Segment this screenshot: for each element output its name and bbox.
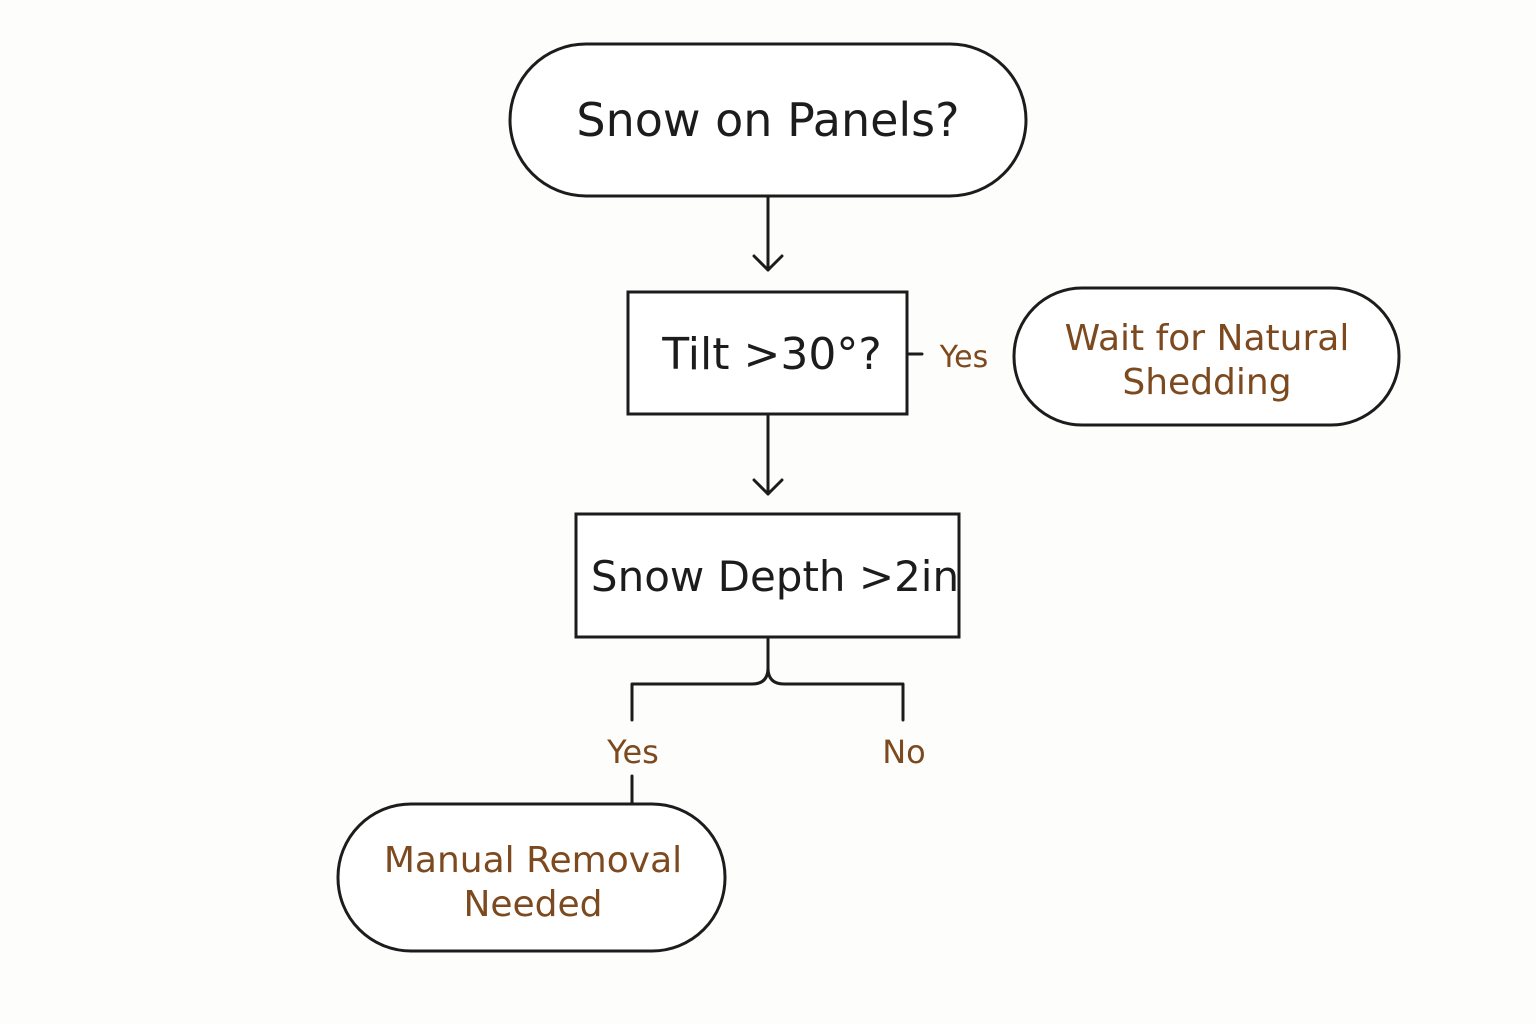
wait-terminal-label-line2: Shedding xyxy=(1122,362,1291,403)
depth-yes-label: Yes xyxy=(606,733,659,771)
arrow-start-to-tilt-head xyxy=(752,254,784,272)
manual-terminal-label-line1: Manual Removal xyxy=(384,840,682,881)
node-snow-on-panels: Snow on Panels? xyxy=(508,42,1028,198)
node-snow-depth: Snow Depth >2in xyxy=(574,512,961,639)
depth-box-shape xyxy=(574,512,961,639)
manual-terminal-label-line2: Needed xyxy=(463,884,602,925)
arrow-tilt-to-depth xyxy=(752,414,784,496)
edge-depth-yes: Yes xyxy=(606,733,659,806)
depth-box-label: Snow Depth >2in xyxy=(591,552,959,601)
node-tilt: Tilt >30°? xyxy=(626,290,909,416)
wait-terminal-label-line1: Wait for Natural xyxy=(1065,318,1350,359)
node-wait-natural-shedding: Wait for Natural Shedding xyxy=(1012,286,1401,427)
node-manual-removal: Manual Removal Needed xyxy=(336,802,727,953)
arrow-start-to-tilt xyxy=(752,196,784,272)
tilt-box-shape xyxy=(626,290,909,416)
tilt-yes-label: Yes xyxy=(939,340,988,375)
arrow-tilt-to-depth-head xyxy=(752,478,784,496)
manual-terminal-shape xyxy=(336,802,727,953)
start-terminal-shape xyxy=(508,42,1028,198)
edge-tilt-yes: Yes xyxy=(907,340,988,375)
tilt-box-label: Tilt >30°? xyxy=(661,329,881,380)
depth-no-label: No xyxy=(882,733,926,771)
depth-branch-brace xyxy=(630,637,905,722)
wait-terminal-shape xyxy=(1012,286,1401,427)
start-terminal-label: Snow on Panels? xyxy=(576,93,959,147)
